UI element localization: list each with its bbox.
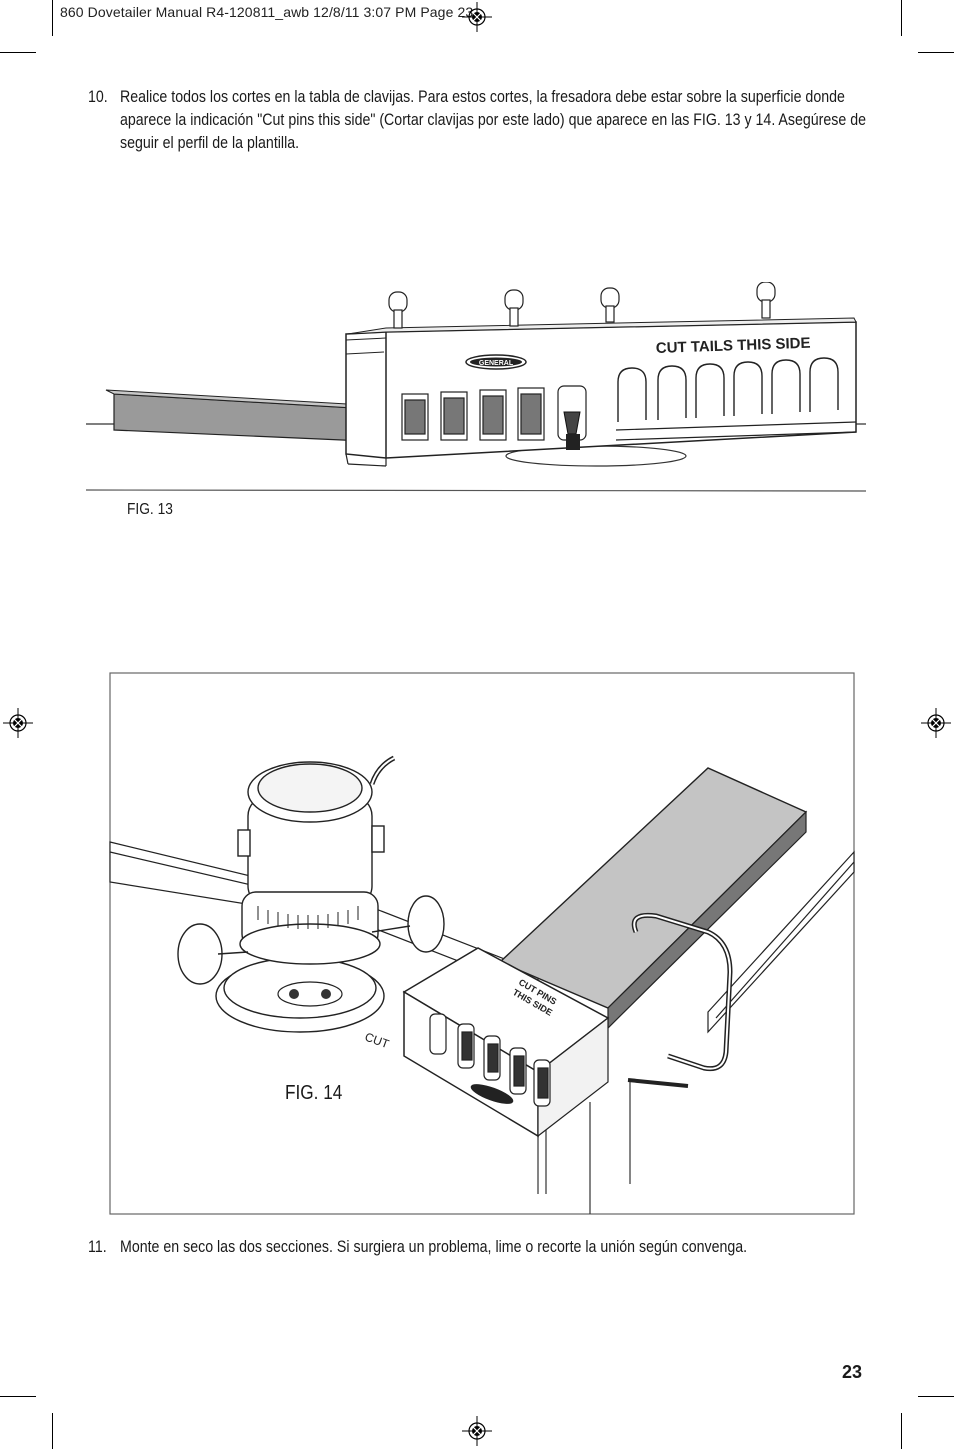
- step-text: Monte en seco las dos secciones. Si surg…: [120, 1238, 748, 1256]
- step-11: 11. Monte en seco las dos secciones. Si …: [88, 1236, 954, 1262]
- registration-mark-icon: [462, 2, 492, 32]
- jig-logo-text: GENERAL: [479, 360, 514, 367]
- crop-mark-icon: [0, 52, 36, 53]
- crop-mark-icon: [901, 0, 902, 36]
- registration-mark-icon: [462, 1416, 492, 1446]
- figure-13-label: FIG. 13: [127, 501, 173, 518]
- crop-mark-icon: [918, 1396, 954, 1397]
- crop-mark-icon: [901, 1413, 902, 1449]
- registration-mark-icon: [921, 708, 951, 738]
- crop-mark-icon: [52, 0, 53, 36]
- printer-slug: 860 Dovetailer Manual R4-120811_awb 12/8…: [60, 4, 474, 20]
- crop-mark-icon: [918, 52, 954, 53]
- step-number: 10.: [88, 88, 108, 106]
- crop-mark-icon: [0, 1396, 36, 1397]
- figure-13-illustration: GENERAL CUT TAILS THIS SIDE: [86, 282, 867, 492]
- registration-mark-icon: [3, 708, 33, 738]
- figure-14-label: FIG. 14: [285, 1082, 343, 1104]
- jig-cut-tails-text: CUT TAILS THIS SIDE: [656, 335, 811, 357]
- figure-14-illustration: CUT PINS THIS SIDE CUT: [109, 672, 855, 1215]
- step-number: 11.: [88, 1238, 107, 1256]
- crop-mark-icon: [52, 1413, 53, 1449]
- step-text: Realice todos los cortes en la tabla de …: [120, 88, 866, 152]
- step-10: 10. Realice todos los cortes en la tabla…: [88, 86, 954, 156]
- page-number: 23: [842, 1362, 863, 1382]
